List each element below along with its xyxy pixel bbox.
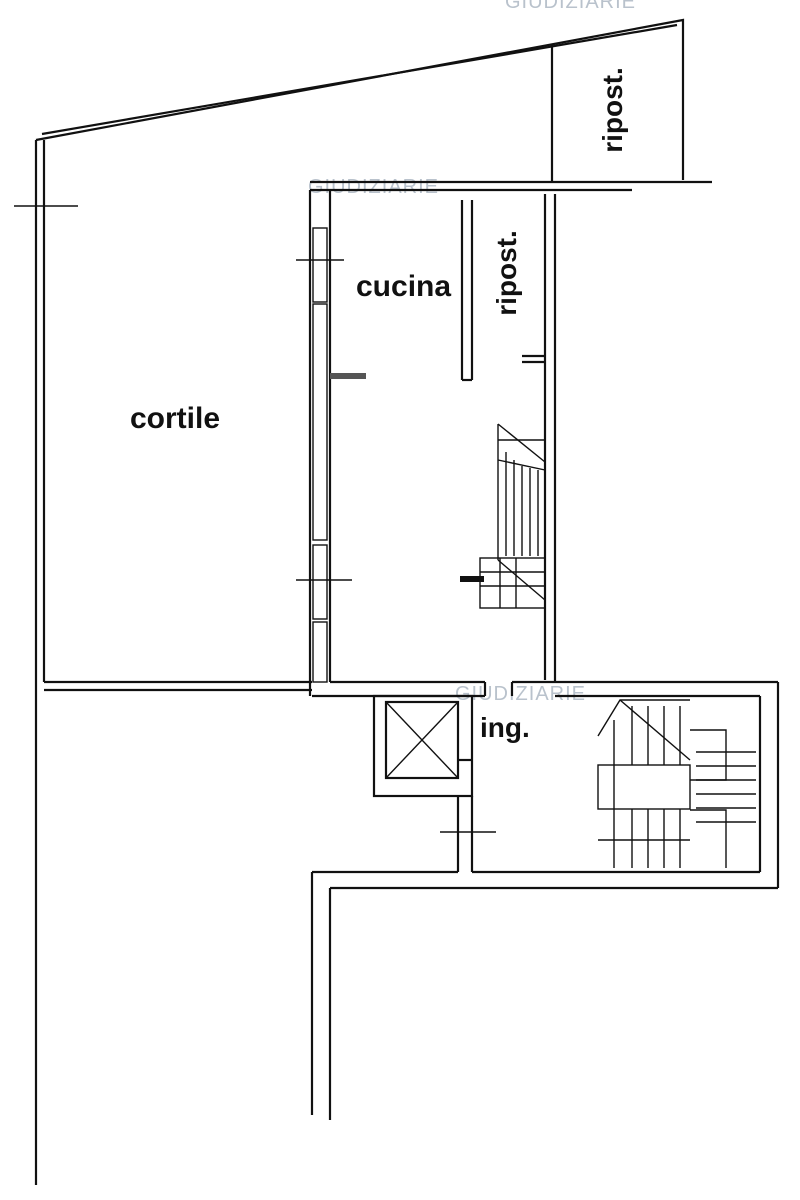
interior-stairs bbox=[460, 423, 546, 609]
room-label-cucina: cucina bbox=[356, 270, 452, 303]
room-label-entrance: ing. bbox=[480, 712, 530, 743]
entrance-stairs bbox=[597, 699, 756, 868]
room-label-storeroom-top: ripost. bbox=[597, 67, 628, 153]
room-label-cortile: cortile bbox=[130, 402, 221, 435]
entrance-walls bbox=[310, 680, 780, 1120]
storeroom-small-walls bbox=[460, 200, 545, 382]
watermark-top: GIUDIZIARIE bbox=[505, 0, 636, 13]
lift-shaft bbox=[372, 694, 474, 798]
watermark-entrance: GIUDIZIARIE bbox=[455, 683, 586, 705]
courtyard-boundary bbox=[14, 18, 685, 1185]
room-label-storeroom-small: ripost. bbox=[491, 230, 522, 316]
storeroom-top bbox=[310, 45, 712, 192]
watermark-center: GIUDIZIARIE bbox=[308, 176, 439, 198]
